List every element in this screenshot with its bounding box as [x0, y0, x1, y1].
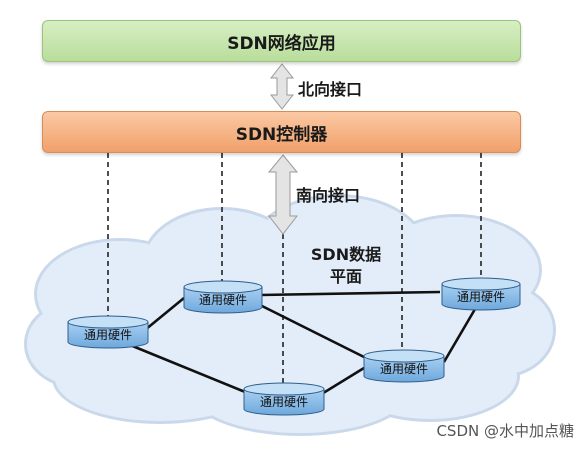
device-disk: [243, 382, 325, 416]
southbound-interface-label: 南向接口: [296, 186, 361, 205]
sdn-controller-layer: SDN控制器: [42, 111, 521, 153]
northbound-arrow: [269, 63, 295, 110]
device-disk: [363, 349, 445, 383]
device-disk: [441, 277, 521, 311]
device-label: 通用硬件: [83, 328, 132, 342]
device-label: 通用硬件: [259, 395, 308, 409]
sdn-apps-layer: SDN网络应用: [42, 20, 521, 62]
device-disk: [183, 280, 263, 314]
sdn-apps-label: SDN网络应用: [227, 33, 336, 54]
northbound-interface-label: 北向接口: [298, 80, 363, 99]
data-plane-label-line1: SDN数据: [310, 245, 382, 264]
network-links: [129, 290, 480, 397]
device-disk: [67, 315, 149, 349]
device-label: 通用硬件: [456, 290, 505, 304]
southbound-arrow: [267, 154, 299, 235]
data-plane-label: SDN数据 平面: [300, 244, 392, 288]
device-label: 通用硬件: [379, 362, 428, 376]
southbound-links: [107, 153, 482, 389]
sdn-controller-label: SDN控制器: [235, 124, 328, 145]
data-plane-label-line2: 平面: [329, 267, 362, 286]
watermark-text: CSDN @水中加点糖: [436, 422, 574, 440]
device-label: 通用硬件: [198, 293, 247, 307]
